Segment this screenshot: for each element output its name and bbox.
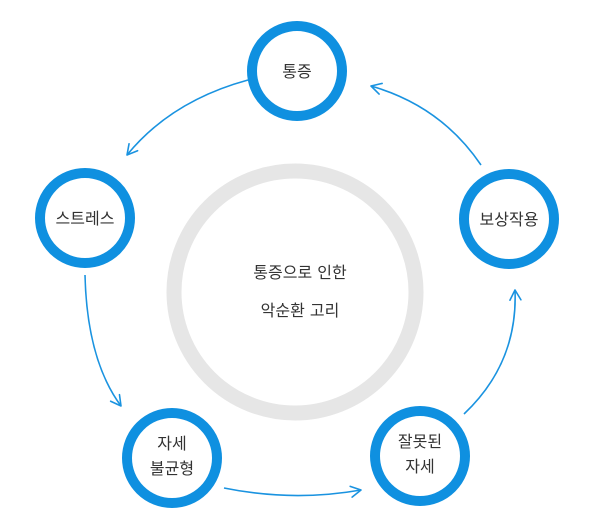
cycle-arrows (84, 79, 522, 498)
node-label-line-1: 자세 (157, 434, 186, 453)
node-posture-imbalance: 자세 불균형 (122, 408, 222, 508)
arrow-pain-to-stress (126, 79, 249, 156)
node-label-line-1: 잘못된 (398, 432, 442, 451)
node-ring (35, 168, 135, 268)
node-ring (370, 406, 470, 506)
node-label-line-2: 자세 (405, 457, 434, 476)
arrow-compensation-to-pain (370, 82, 482, 166)
node-wrong-posture: 잘못된 자세 (370, 406, 470, 506)
center-label-line-2: 악순환 고리 (261, 301, 340, 320)
node-ring (247, 21, 347, 121)
node-label: 스트레스 (56, 209, 115, 228)
center-ring (166, 163, 424, 421)
node-label: 보상작용 (480, 210, 539, 229)
node-label: 통증 (282, 62, 311, 81)
node-label-line-2: 불균형 (150, 459, 194, 478)
node-pain: 통증 (247, 21, 347, 121)
node-compensation: 보상작용 (459, 169, 559, 269)
node-ring (459, 169, 559, 269)
arrow-posture-imbalance-to-wrong-posture (223, 485, 362, 498)
center-cycle: 통증으로 인한 악순환 고리 (166, 163, 424, 421)
arrow-stress-to-posture-imbalance (84, 274, 122, 407)
arrow-wrong-posture-to-compensation (463, 289, 522, 415)
node-stress: 스트레스 (35, 168, 135, 268)
node-ring (122, 408, 222, 508)
center-label-line-1: 통증으로 인한 (253, 263, 347, 282)
